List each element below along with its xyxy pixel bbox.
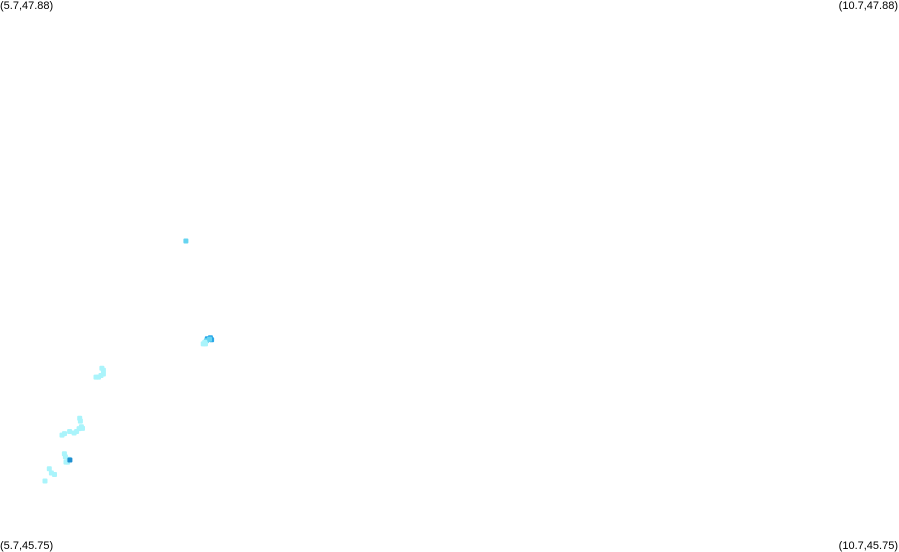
- map-point: [71, 430, 77, 436]
- map-point: [183, 238, 189, 244]
- corner-label-top-left: (5.7,47.88): [0, 0, 54, 12]
- map-point: [63, 459, 69, 465]
- map-point: [203, 341, 208, 347]
- map-point: [67, 429, 73, 434]
- corner-label-bottom-right: (10.7,45.75): [838, 540, 898, 552]
- map-point: [42, 478, 48, 484]
- map-point: [67, 457, 73, 463]
- map-point: [93, 374, 99, 380]
- corner-label-bottom-left: (5.7,45.75): [0, 540, 54, 552]
- map-point: [52, 472, 57, 477]
- map-point: [77, 418, 83, 424]
- corner-label-top-right: (10.7,47.88): [838, 0, 898, 12]
- map-point: [59, 432, 65, 438]
- map-point: [46, 466, 52, 472]
